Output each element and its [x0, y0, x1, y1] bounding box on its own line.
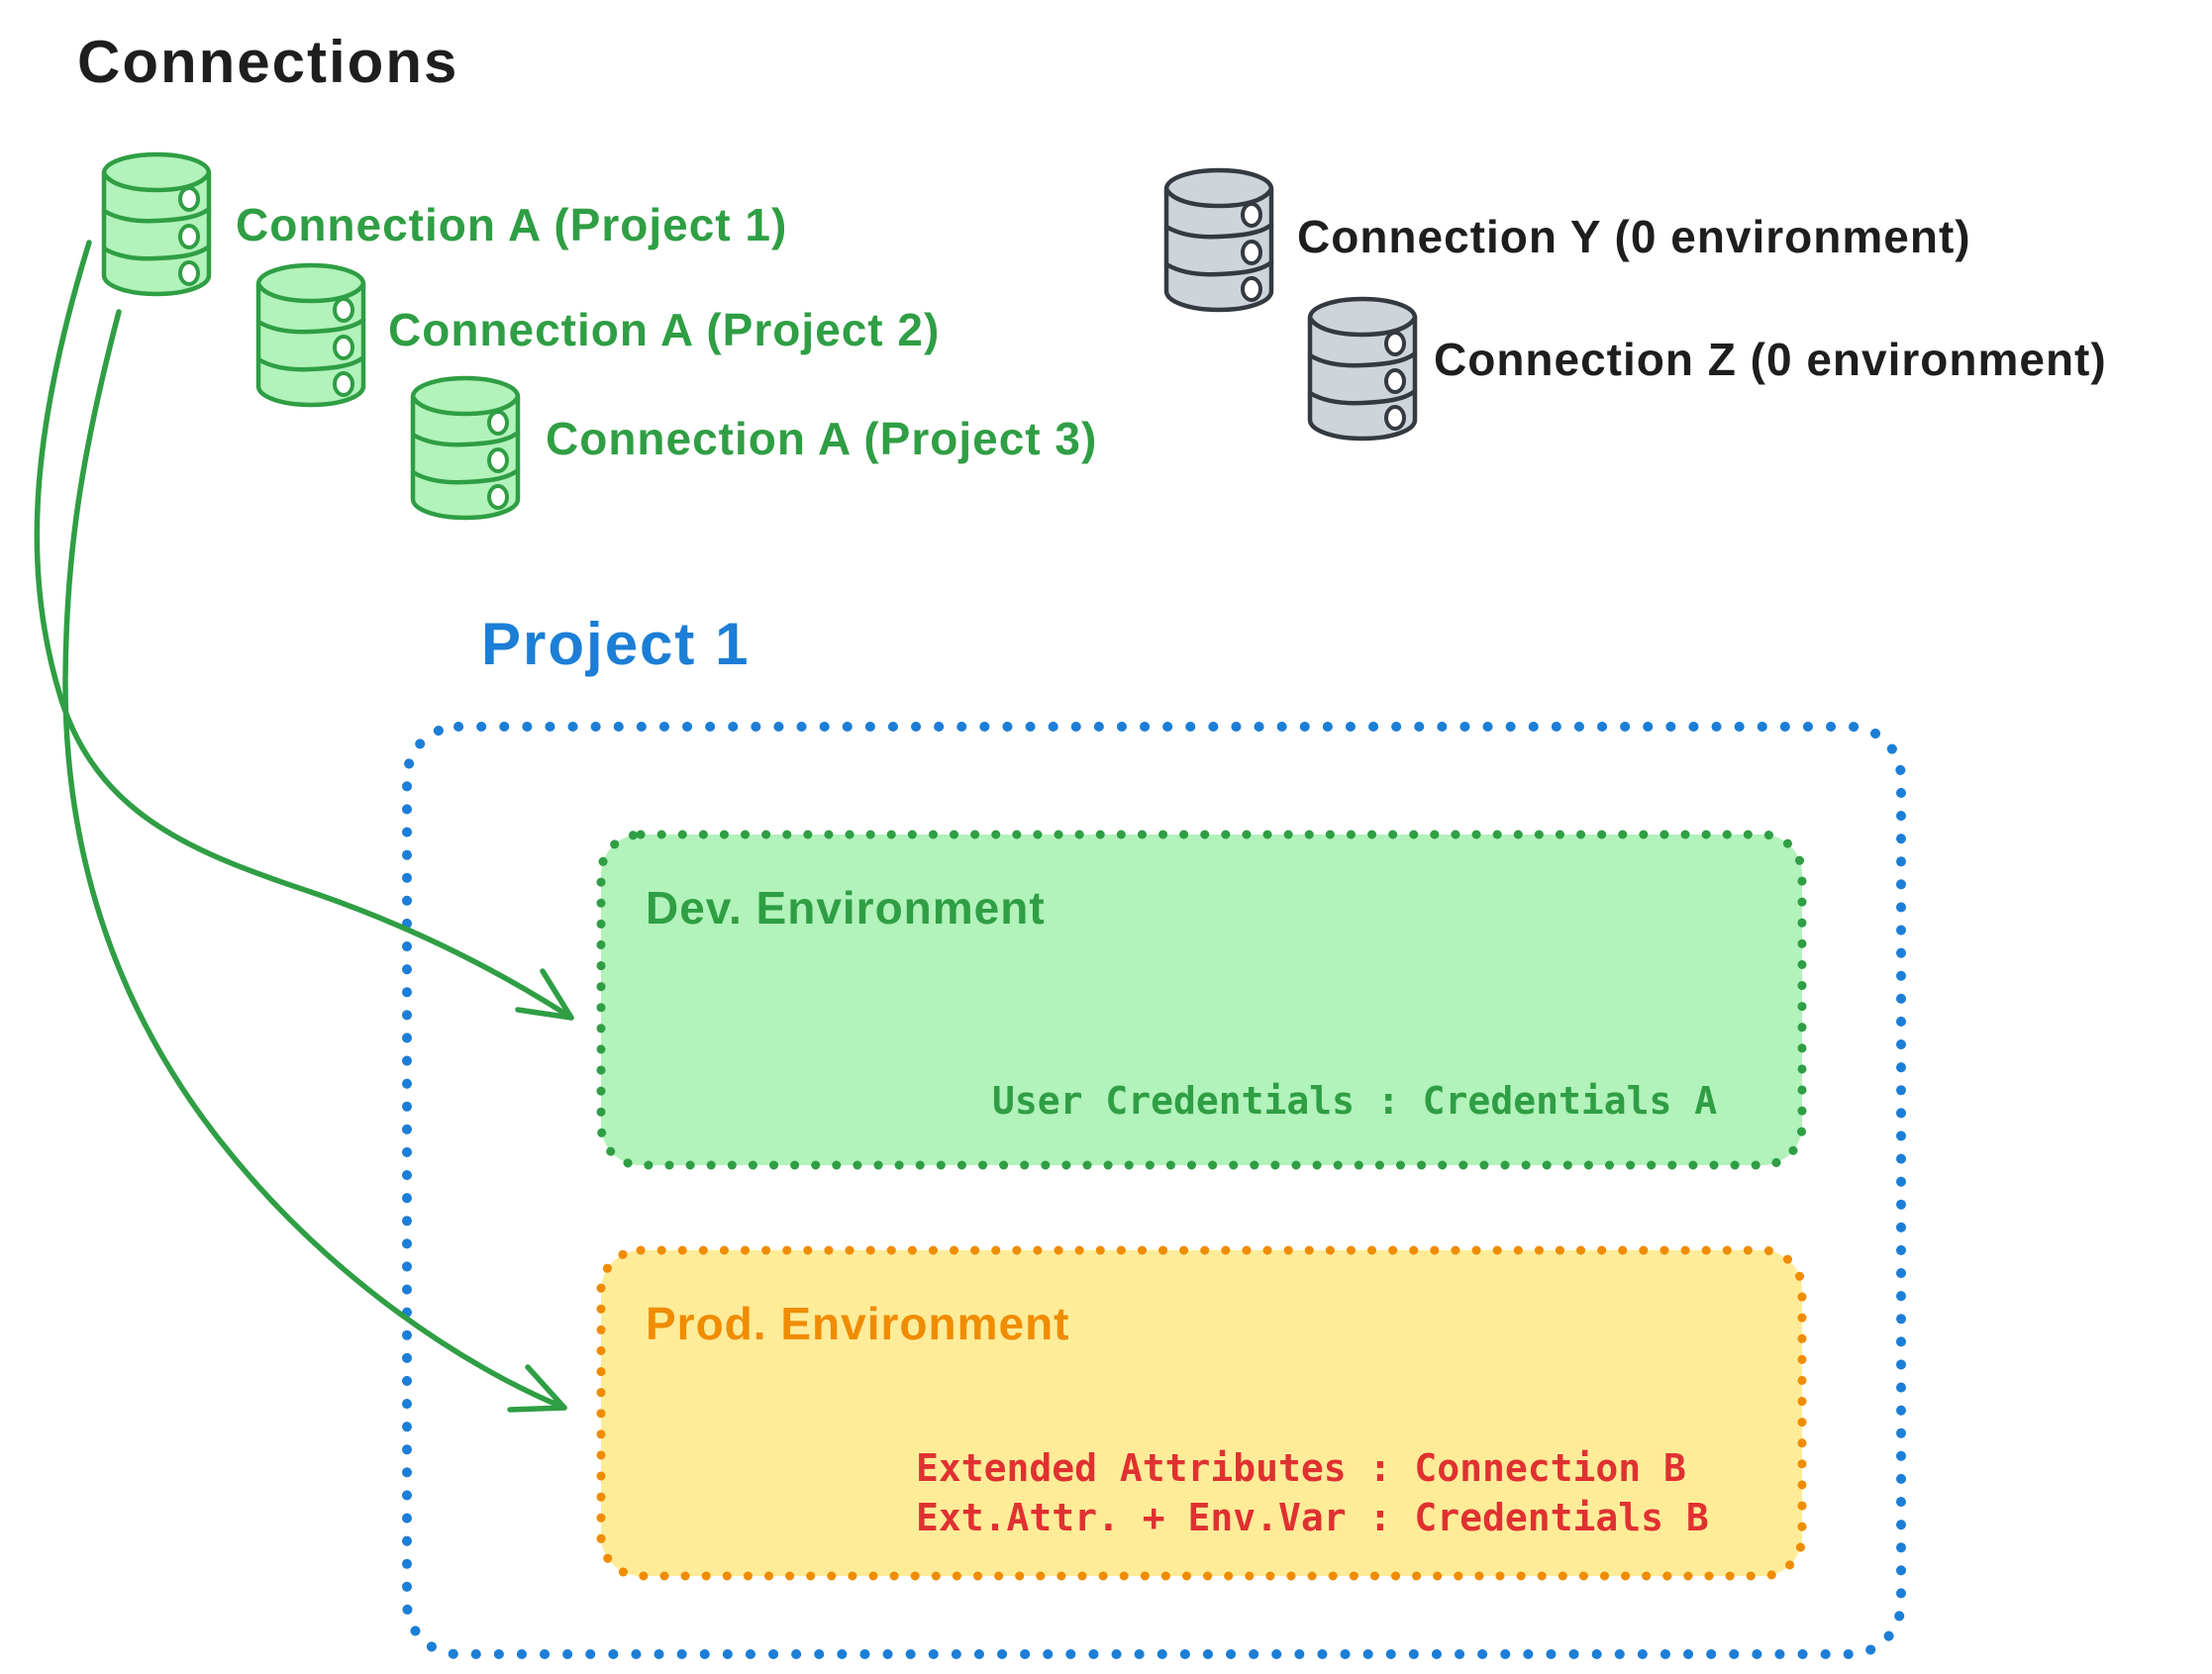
- connection-a-project-3-label: Connection A (Project 3): [546, 413, 1098, 464]
- prod-mapping-extended-attributes: Extended Attributes : Connection B: [916, 1446, 1686, 1490]
- connection-y-label: Connection Y (0 environment): [1297, 211, 1971, 262]
- prod-environment-title: Prod. Environment: [646, 1298, 1070, 1349]
- arrow-connection-a-to-prod: [62, 309, 567, 1413]
- prod-mappings: Extended Attributes : Connection B Ext.A…: [916, 1443, 1709, 1542]
- database-icon: [104, 154, 209, 294]
- database-icon: [258, 265, 363, 405]
- arrow-connection-a-to-dev: [34, 240, 574, 1021]
- project-1-title: Project 1: [481, 611, 751, 677]
- prod-environment-box: [596, 1245, 1807, 1581]
- prod-mapping-env-var: Ext.Attr. + Env.Var : Credentials B: [916, 1496, 1709, 1539]
- database-icon: [413, 378, 518, 518]
- connection-z-label: Connection Z (0 environment): [1434, 334, 2107, 385]
- dev-environment-title: Dev. Environment: [646, 882, 1046, 934]
- database-icon: [1166, 170, 1271, 310]
- dev-credentials-mapping: User Credentials : Credentials A: [992, 1079, 1718, 1123]
- diagram-title: Connections: [77, 29, 459, 95]
- connection-a-project-1-label: Connection A (Project 1): [236, 199, 788, 250]
- database-icon: [1310, 299, 1415, 439]
- dev-environment-box: [596, 830, 1807, 1170]
- connection-a-project-2-label: Connection A (Project 2): [388, 304, 941, 355]
